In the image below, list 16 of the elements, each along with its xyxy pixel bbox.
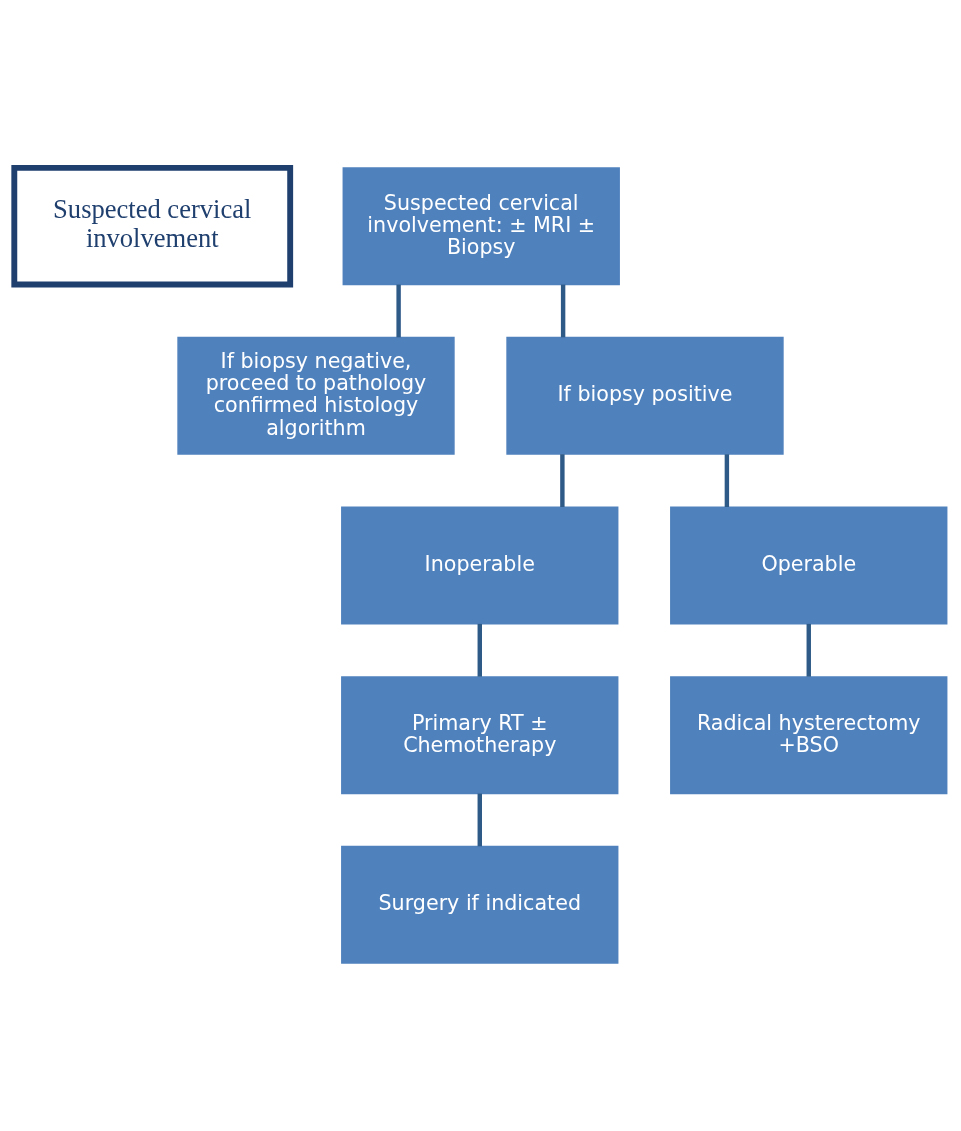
connector [477, 623, 482, 677]
node-box: Radical hysterectomy +BSO [670, 676, 948, 795]
connector [806, 623, 811, 677]
node-box: Surgery if indicated [341, 845, 619, 964]
node-box: If biopsy positive [506, 336, 784, 455]
node-box: Operable [670, 506, 948, 625]
connector [560, 454, 565, 507]
connector [396, 284, 401, 338]
connector [724, 454, 730, 507]
node-box: Inoperable [341, 506, 619, 625]
node-box: Primary RT ± Chemotherapy [341, 676, 619, 795]
connector [560, 284, 566, 338]
node-box: If biopsy negative, proceed to pathology confirmed histology algorithm [177, 336, 455, 455]
node-box: Suspected cervical involvement [11, 164, 294, 288]
node-box: Suspected cervical involvement: ± MRI ± Biopsy [342, 167, 620, 286]
connector [477, 793, 482, 847]
